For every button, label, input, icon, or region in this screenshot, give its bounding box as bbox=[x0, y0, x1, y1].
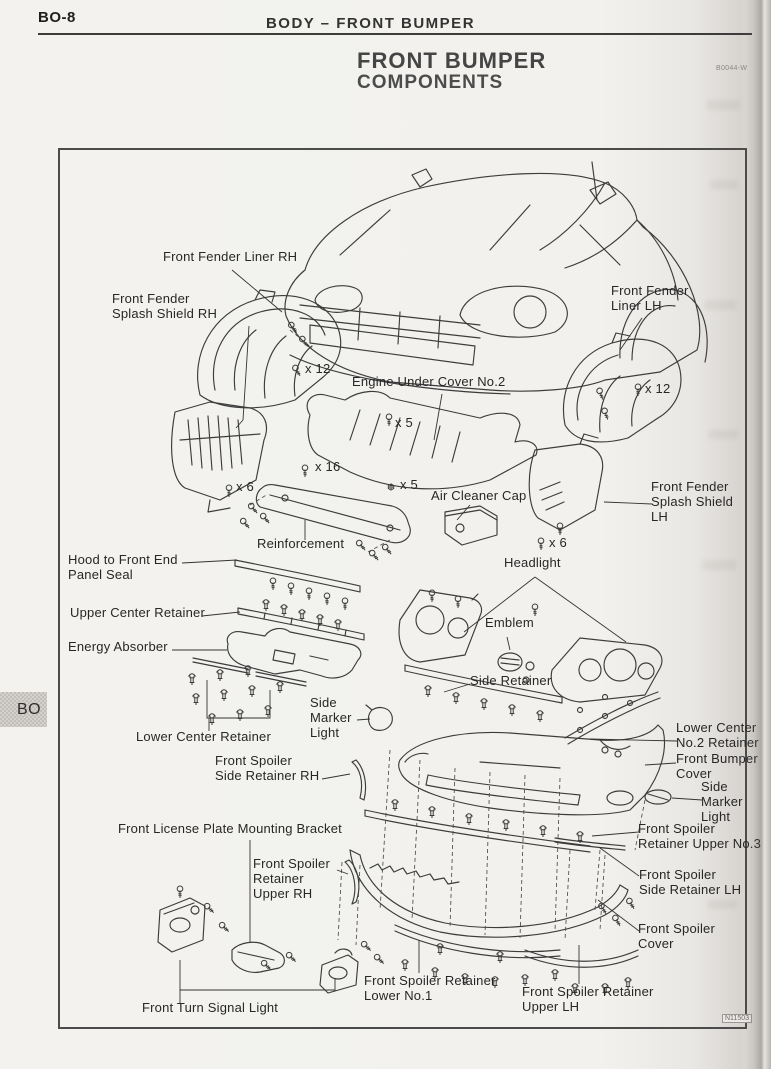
label-front-spoiler-retainer-lower-no1: Front Spoiler Retainer Lower No.1 bbox=[364, 973, 496, 1003]
upper-center-retainer-part bbox=[237, 607, 365, 641]
label-lower-center-retainer: Lower Center Retainer bbox=[136, 729, 271, 744]
lower-center-no2-retainer-part bbox=[564, 691, 661, 745]
side-marker-light-rh-part bbox=[365, 704, 393, 731]
assembly-guide-lines bbox=[249, 329, 646, 946]
label-front-spoiler-retainer-upper-lh: Front Spoiler Retainer Upper LH bbox=[522, 984, 654, 1014]
qty-x5-upper: x 5 bbox=[395, 415, 413, 430]
page-title: FRONT BUMPER bbox=[357, 48, 547, 73]
front-spoiler-retainer-upper-lh-part bbox=[524, 949, 639, 968]
front-fender-liner-lh-part bbox=[562, 332, 682, 443]
label-front-fender-splash-shield-lh: Front Fender Splash Shield LH bbox=[651, 479, 734, 524]
page-number: BO-8 bbox=[38, 9, 76, 26]
label-upper-center-retainer: Upper Center Retainer bbox=[70, 605, 205, 620]
front-turn-signal-light-rh-part bbox=[157, 897, 206, 953]
label-front-spoiler-side-retainer-lh: Front Spoiler Side Retainer LH bbox=[639, 867, 742, 897]
qty-x6-lh: x 6 bbox=[549, 535, 567, 550]
air-cleaner-cap-part bbox=[444, 505, 498, 546]
exploded-parts-diagram bbox=[157, 161, 708, 1003]
front-spoiler-retainer-upper-rh-part bbox=[344, 859, 360, 905]
label-front-spoiler-retainer-upper-no3: Front Spoiler Retainer Upper No.3 bbox=[638, 821, 761, 851]
front-fender-liner-rh-part bbox=[197, 289, 342, 409]
emblem-part bbox=[497, 652, 535, 684]
label-side-marker-light-lh: Side Marker Light bbox=[701, 779, 743, 824]
bleed-through-marks bbox=[707, 900, 737, 909]
label-side-marker-light-rh: Side Marker Light bbox=[310, 695, 352, 740]
label-hood-to-front-end-panel-seal: Hood to Front End Panel Seal bbox=[68, 552, 178, 582]
label-front-spoiler-cover: Front Spoiler Cover bbox=[638, 921, 716, 951]
lower-center-retainer-part bbox=[192, 657, 307, 687]
front-license-plate-bracket-part bbox=[231, 941, 285, 973]
section-tab-label: BO bbox=[17, 700, 42, 718]
label-front-fender-liner-lh: Front Fender Liner LH bbox=[611, 283, 689, 313]
qty-x6-rh: x 6 bbox=[236, 479, 254, 494]
energy-absorber-part bbox=[226, 627, 362, 679]
label-front-spoiler-side-retainer-rh: Front Spoiler Side Retainer RH bbox=[215, 753, 320, 783]
label-front-fender-liner-rh: Front Fender Liner RH bbox=[163, 249, 298, 264]
side-marker-light-lh-part bbox=[644, 789, 672, 805]
engine-under-cover-part bbox=[306, 390, 538, 490]
section-tab-bo: BO bbox=[0, 692, 47, 727]
label-emblem: Emblem bbox=[485, 615, 534, 630]
bleed-through-marks bbox=[706, 100, 740, 110]
label-engine-under-cover-no2: Engine Under Cover No.2 bbox=[352, 374, 506, 389]
car-body bbox=[284, 161, 708, 395]
front-fender-splash-shield-rh-part bbox=[171, 401, 268, 513]
front-turn-signal-light-lh-part bbox=[319, 948, 359, 994]
reinforcement-part bbox=[255, 484, 411, 544]
side-retainer-part bbox=[404, 664, 563, 704]
leader-lines bbox=[172, 269, 703, 1003]
front-spoiler-retainer-lower-no1-part bbox=[394, 924, 561, 959]
front-fender-splash-shield-lh-part bbox=[528, 433, 604, 531]
label-side-retainer: Side Retainer bbox=[470, 673, 552, 688]
page-subtitle: COMPONENTS bbox=[357, 72, 504, 93]
front-bumper-cover-part bbox=[398, 724, 666, 816]
label-energy-absorber: Energy Absorber bbox=[68, 639, 168, 654]
front-spoiler-side-retainer-rh-part bbox=[351, 759, 367, 801]
front-spoiler-cover-part bbox=[349, 849, 629, 938]
label-front-spoiler-retainer-upper-rh: Front Spoiler Retainer Upper RH bbox=[253, 856, 331, 901]
qty-x5-lower: x 5 bbox=[400, 477, 418, 492]
hood-seal-part bbox=[234, 559, 361, 593]
headlight-rh-part bbox=[398, 589, 483, 663]
bleed-through-marks bbox=[702, 560, 736, 570]
qty-x12-lh: x 12 bbox=[645, 381, 671, 396]
bleed-through-marks bbox=[704, 300, 736, 310]
label-front-fender-splash-shield-rh: Front Fender Splash Shield RH bbox=[112, 291, 218, 321]
label-reinforcement: Reinforcement bbox=[257, 536, 345, 551]
page-curl bbox=[745, 0, 771, 1069]
front-spoiler-retainer-upper-lh-strip bbox=[554, 837, 626, 851]
label-front-turn-signal-light: Front Turn Signal Light bbox=[142, 1000, 279, 1015]
label-headlight: Headlight bbox=[504, 555, 561, 570]
headlight-lh-part bbox=[550, 637, 663, 703]
label-front-license-plate-mounting-bracket: Front License Plate Mounting Bracket bbox=[118, 821, 342, 836]
label-air-cleaner-cap: Air Cleaner Cap bbox=[431, 488, 527, 503]
header-rule bbox=[38, 33, 752, 35]
qty-x16: x 16 bbox=[315, 459, 341, 474]
figure-code: B0044-W bbox=[716, 65, 748, 72]
bleed-through-marks bbox=[708, 430, 738, 439]
bleed-through-marks bbox=[710, 180, 738, 189]
front-spoiler-retainer-upper-no3-part bbox=[364, 809, 591, 853]
qty-x12-rh: x 12 bbox=[305, 361, 331, 376]
header-title: BODY – FRONT BUMPER bbox=[265, 15, 476, 32]
